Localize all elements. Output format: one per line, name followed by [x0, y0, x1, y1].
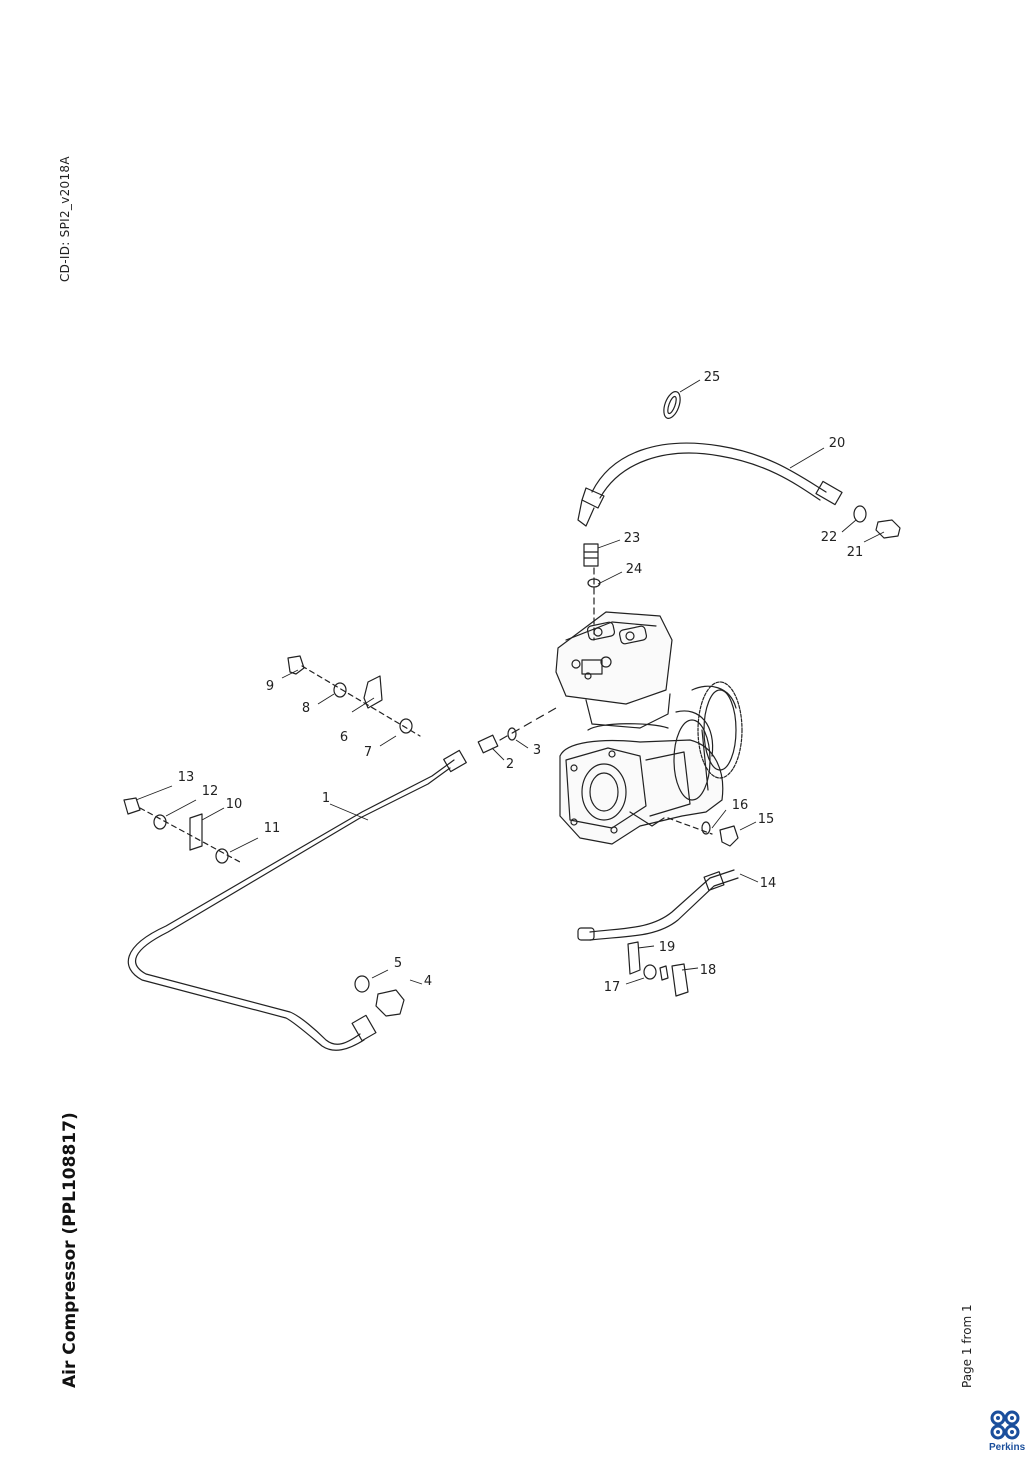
callout-13: 13 — [178, 770, 195, 785]
part-20-hose — [577, 442, 843, 527]
callout-10: 10 — [226, 797, 243, 812]
part-8-washer — [333, 682, 347, 698]
logo-wordmark: Perkins — [989, 1442, 1026, 1453]
callout-18: 18 — [700, 963, 717, 978]
callout-12: 12 — [202, 784, 219, 799]
part-11-washer — [215, 848, 229, 864]
part-1-pipe — [127, 749, 467, 1051]
perkins-logo-icon: Perkins — [989, 1410, 1026, 1453]
part-15-elbow — [719, 825, 739, 847]
part-7-washer — [399, 718, 413, 734]
callout-20: 20 — [829, 436, 846, 451]
part-6-bracket — [363, 675, 383, 709]
callout-5: 5 — [394, 956, 402, 971]
callout-9: 9 — [266, 679, 274, 694]
part-5-ring — [354, 975, 370, 993]
callout-7: 7 — [364, 745, 372, 760]
part-22-ring — [853, 505, 867, 523]
callout-17: 17 — [604, 980, 621, 995]
callout-25: 25 — [704, 370, 721, 385]
callout-3: 3 — [533, 743, 541, 758]
callout-11: 11 — [264, 821, 281, 836]
callout-22: 22 — [821, 530, 838, 545]
compressor-body — [555, 611, 743, 845]
part-12-washer — [153, 814, 167, 830]
part-25-clip — [663, 391, 681, 419]
part-2-adapter — [477, 734, 499, 754]
page-number: Page 1 from 1 — [960, 1304, 974, 1388]
part-9-bolt — [287, 655, 305, 675]
callout-8: 8 — [302, 701, 310, 716]
part-4-elbow — [375, 989, 405, 1017]
part-14-hose — [577, 869, 739, 941]
part-10-bracket — [189, 813, 203, 851]
callout-4: 4 — [424, 974, 432, 989]
page-title: Air Compressor (PPL108817) — [60, 1112, 80, 1388]
callout-15: 15 — [758, 812, 775, 827]
callout-6: 6 — [340, 730, 348, 745]
callout-24: 24 — [626, 562, 643, 577]
callout-19: 19 — [659, 940, 676, 955]
part-18-clamp — [671, 963, 689, 997]
callout-14: 14 — [760, 876, 777, 891]
callout-1: 1 — [322, 791, 330, 806]
part-16-ring — [701, 821, 711, 835]
part-23-adapter — [583, 543, 599, 567]
part-21-union — [875, 519, 901, 539]
part-19-clip — [627, 941, 641, 975]
part-17-ring — [643, 964, 657, 980]
callout-21: 21 — [847, 545, 864, 560]
callout-23: 23 — [624, 531, 641, 546]
part-3-ring — [507, 727, 517, 741]
part-13-bolt — [123, 797, 141, 815]
callout-16: 16 — [732, 798, 749, 813]
callout-labels: 1 2 3 4 5 6 7 8 9 10 11 12 13 14 15 16 1… — [178, 370, 864, 995]
callout-2: 2 — [506, 757, 514, 772]
